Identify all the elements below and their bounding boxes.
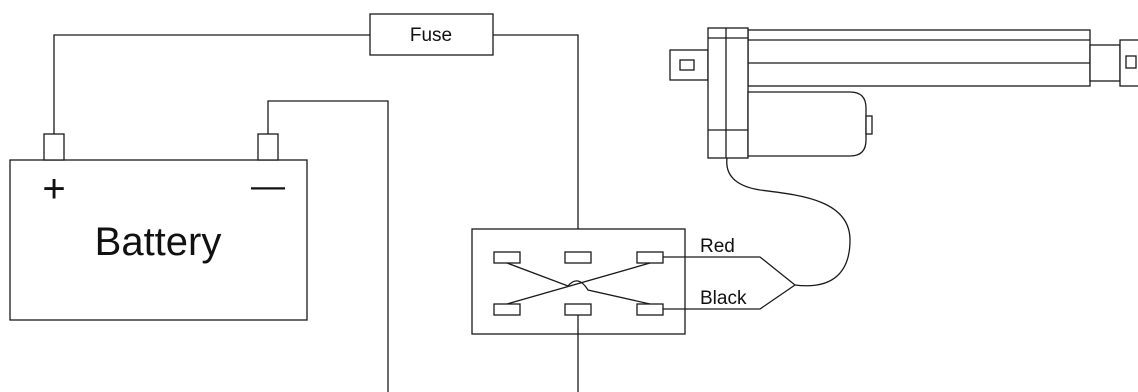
wire-negative-to-switch	[267, 100, 389, 392]
actuator-rear-clevis-hole	[679, 59, 695, 71]
switch-pin-bottom-right	[636, 303, 664, 316]
wire-black	[663, 284, 796, 310]
switch-pin-top-left	[493, 251, 521, 264]
actuator-rod	[1089, 44, 1121, 82]
fuse: Fuse	[369, 13, 494, 56]
battery-positive-terminal	[43, 133, 65, 161]
wire-red	[663, 256, 796, 286]
fuse-body	[369, 13, 494, 56]
switch-cross-wire-2	[506, 262, 651, 305]
battery-label: Battery	[95, 220, 222, 264]
linear-actuator	[669, 27, 1138, 159]
battery-body	[9, 159, 308, 321]
battery-negative-sign: —	[251, 167, 285, 205]
switch-pin-top-center	[564, 251, 592, 264]
wire-red-label: Red	[700, 236, 735, 257]
wire-fuse-to-switch	[493, 34, 579, 252]
switch-pin-bottom-left	[493, 303, 521, 316]
switch-pin-bottom-center	[564, 303, 592, 316]
actuator-rod-end-hole	[1125, 55, 1137, 69]
actuator-gearbox	[707, 27, 749, 159]
battery: + — Battery	[9, 133, 308, 321]
wire-black-label: Black	[700, 288, 747, 309]
fuse-label: Fuse	[410, 25, 452, 46]
actuator-cable	[726, 157, 851, 287]
wire-positive-to-fuse	[53, 34, 370, 134]
actuator-motor-cap	[865, 115, 873, 135]
battery-positive-sign: +	[42, 167, 65, 211]
actuator-motor	[747, 91, 867, 157]
actuator-outer-tube	[747, 29, 1091, 87]
switch-pin-top-right	[636, 251, 664, 264]
battery-negative-terminal	[257, 133, 279, 161]
